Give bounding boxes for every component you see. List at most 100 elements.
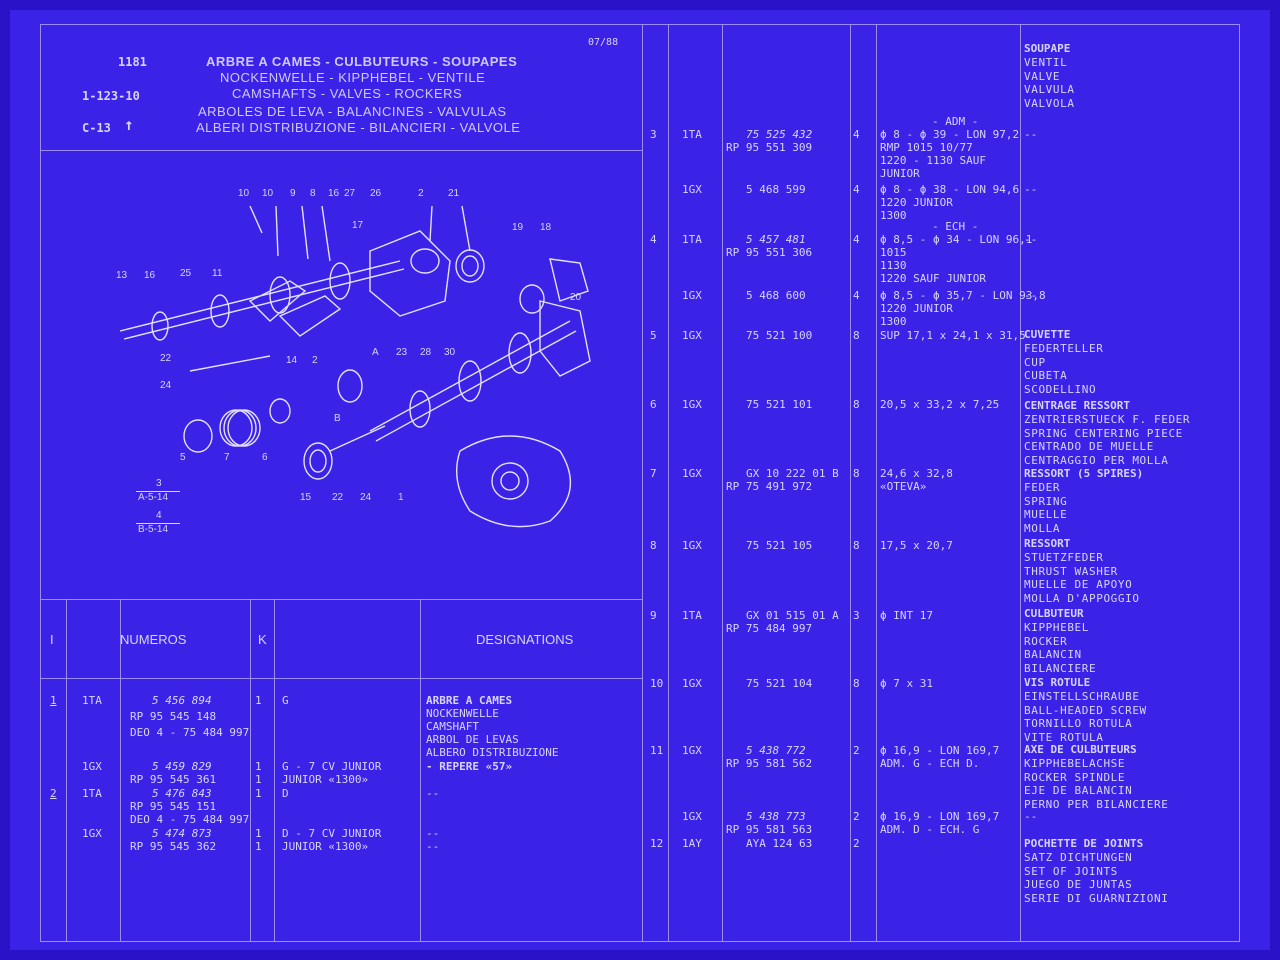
row-k: 1 xyxy=(255,694,262,707)
col-header-designations: DESIGNATIONS xyxy=(476,632,574,647)
designation-heading: AXE DE CULBUTEURS xyxy=(1024,743,1137,756)
designation-translation: SPRING xyxy=(1024,494,1068,508)
designation-translation: SATZ DICHTUNGEN xyxy=(1024,851,1133,864)
title-de: NOCKENWELLE - KIPPHEBEL - VENTILE xyxy=(220,70,486,85)
part-number: 5 438 773 xyxy=(746,810,806,823)
designation-translation: MOLLA D'APPOGGIO xyxy=(1024,591,1140,605)
row-obs: «OTEVA» xyxy=(880,480,927,493)
dash-mark: -- xyxy=(426,827,440,840)
row-k: 8 xyxy=(853,329,860,342)
designation: CAMSHAFT xyxy=(426,720,479,733)
row-obs: - ADM - xyxy=(932,115,979,128)
row-k: 4 xyxy=(853,233,860,246)
designation-translation: PERNO PER BILANCIERE xyxy=(1024,797,1169,811)
row-k: 1 xyxy=(255,840,262,853)
designation-translation: SET OF JOINTS xyxy=(1024,864,1118,878)
callout: 15 xyxy=(300,492,312,503)
row-code: 1GX xyxy=(682,183,702,196)
row-index: 1 xyxy=(50,694,57,707)
part-number: 5 438 772 xyxy=(746,744,806,757)
row-obs: ϕ 8 - ϕ 38 - LON 94,6 xyxy=(880,183,1020,196)
callout: 22 xyxy=(332,492,344,503)
designation-translation: CUBETA xyxy=(1024,369,1068,382)
designation-translation: CUP xyxy=(1024,355,1046,369)
title-it: ALBERI DISTRIBUZIONE - BILANCIERI - VALV… xyxy=(196,120,521,135)
row-code: 1TA xyxy=(82,694,102,707)
part-number: 5 456 894 xyxy=(152,694,212,707)
callout: 6 xyxy=(262,452,268,463)
designation-translation: SERIE DI GUARNIZIONI xyxy=(1024,891,1169,905)
row-obs: 1220 JUNIOR xyxy=(880,196,953,209)
row-obs: JUNIOR «1300» xyxy=(282,840,369,853)
part-number: RP 95 551 306 xyxy=(726,246,813,259)
designation-translation: STUETZFEDER xyxy=(1024,551,1104,564)
row-obs: - ECH - xyxy=(932,220,979,233)
callout: 22 xyxy=(160,353,172,364)
row-code: 1GX xyxy=(82,827,102,840)
part-number: RP 95 545 362 xyxy=(130,840,217,853)
part-number: 5 476 843 xyxy=(152,787,212,800)
part-number: GX 01 515 01 A xyxy=(746,609,839,622)
designation-translation: JUEGO DE JUNTAS xyxy=(1024,878,1133,891)
row-obs: ϕ 16,9 - LON 169,7 xyxy=(880,810,1000,823)
designation-translation: BILANCIERE xyxy=(1024,661,1097,675)
designation: NOCKENWELLE xyxy=(426,707,499,720)
designation: ALBERO DISTRIBUZIONE xyxy=(426,746,559,759)
parts-sheet: 1181 1-123-10 C-13 ↑ 07/88 ARBRE A CAMES… xyxy=(10,10,1270,950)
row-obs: 20,5 x 33,2 x 7,25 xyxy=(880,398,1000,411)
part-number: AYA 124 63 xyxy=(746,837,813,850)
row-obs: 24,6 x 32,8 xyxy=(880,467,953,480)
row-index: 10 xyxy=(650,677,664,690)
designation-translation: BALL-HEADED SCREW xyxy=(1024,703,1147,717)
designation-translation: EJE DE BALANCIN xyxy=(1024,784,1133,797)
callout: 18 xyxy=(540,222,552,233)
row-obs: ADM. G - ECH D. xyxy=(880,757,980,770)
designation-translation: BALANCIN xyxy=(1024,648,1082,661)
row-obs: RMP 1015 10/77 xyxy=(880,141,973,154)
part-number: RP 95 545 361 xyxy=(130,773,217,786)
designation-translation: VITE ROTULA xyxy=(1024,730,1104,744)
part-number: 75 521 104 xyxy=(746,677,813,690)
designation: ARBOL DE LEVAS xyxy=(426,733,519,746)
row-obs: 1015 xyxy=(880,246,907,259)
row-index: 7 xyxy=(650,467,657,480)
dash-mark: -- xyxy=(1024,289,1038,302)
designation-translation: KIPPHEBEL xyxy=(1024,621,1090,634)
designation-translation: THRUST WASHER xyxy=(1024,564,1118,578)
row-k: 4 xyxy=(853,128,860,141)
callout: 28 xyxy=(420,347,432,358)
designation-translation: ROCKER SPINDLE xyxy=(1024,770,1126,784)
code-section: C-13 xyxy=(82,121,111,135)
designation-heading: SOUPAPE xyxy=(1024,42,1071,55)
callout: 17 xyxy=(352,220,364,231)
part-number: RP 95 581 562 xyxy=(726,757,813,770)
row-code: 1GX xyxy=(682,677,702,690)
ref-b-num: 4 xyxy=(156,510,162,521)
dash-mark: -- xyxy=(1024,183,1038,196)
dash-mark: -- xyxy=(426,787,440,800)
callout: 23 xyxy=(396,347,408,358)
callout: 24 xyxy=(360,492,372,503)
row-index: 12 xyxy=(650,837,664,850)
r-col-num-line xyxy=(722,24,723,942)
callout: 30 xyxy=(444,347,456,358)
designation-heading: POCHETTE DE JOINTS xyxy=(1024,837,1144,850)
r-col-desig-line xyxy=(1020,24,1021,942)
r-col-k-right-line xyxy=(876,24,877,942)
row-index: 4 xyxy=(650,233,657,246)
row-index: 8 xyxy=(650,539,657,552)
row-k: 1 xyxy=(255,760,262,773)
part-number: 5 468 599 xyxy=(746,183,806,196)
row-k: 8 xyxy=(853,539,860,552)
part-number: 75 521 105 xyxy=(746,539,813,552)
row-k: 8 xyxy=(853,467,860,480)
designation-heading: CULBUTEUR xyxy=(1024,607,1084,620)
row-obs: 1300 xyxy=(880,315,907,328)
callout: A xyxy=(372,347,379,358)
callout: 8 xyxy=(310,188,316,199)
row-obs: JUNIOR xyxy=(880,167,920,180)
designation-translation: MUELLE xyxy=(1024,508,1068,521)
row-obs: D xyxy=(282,787,289,800)
ref-b-den: B-5-14 xyxy=(138,524,169,535)
row-code: 1AY xyxy=(682,837,702,850)
